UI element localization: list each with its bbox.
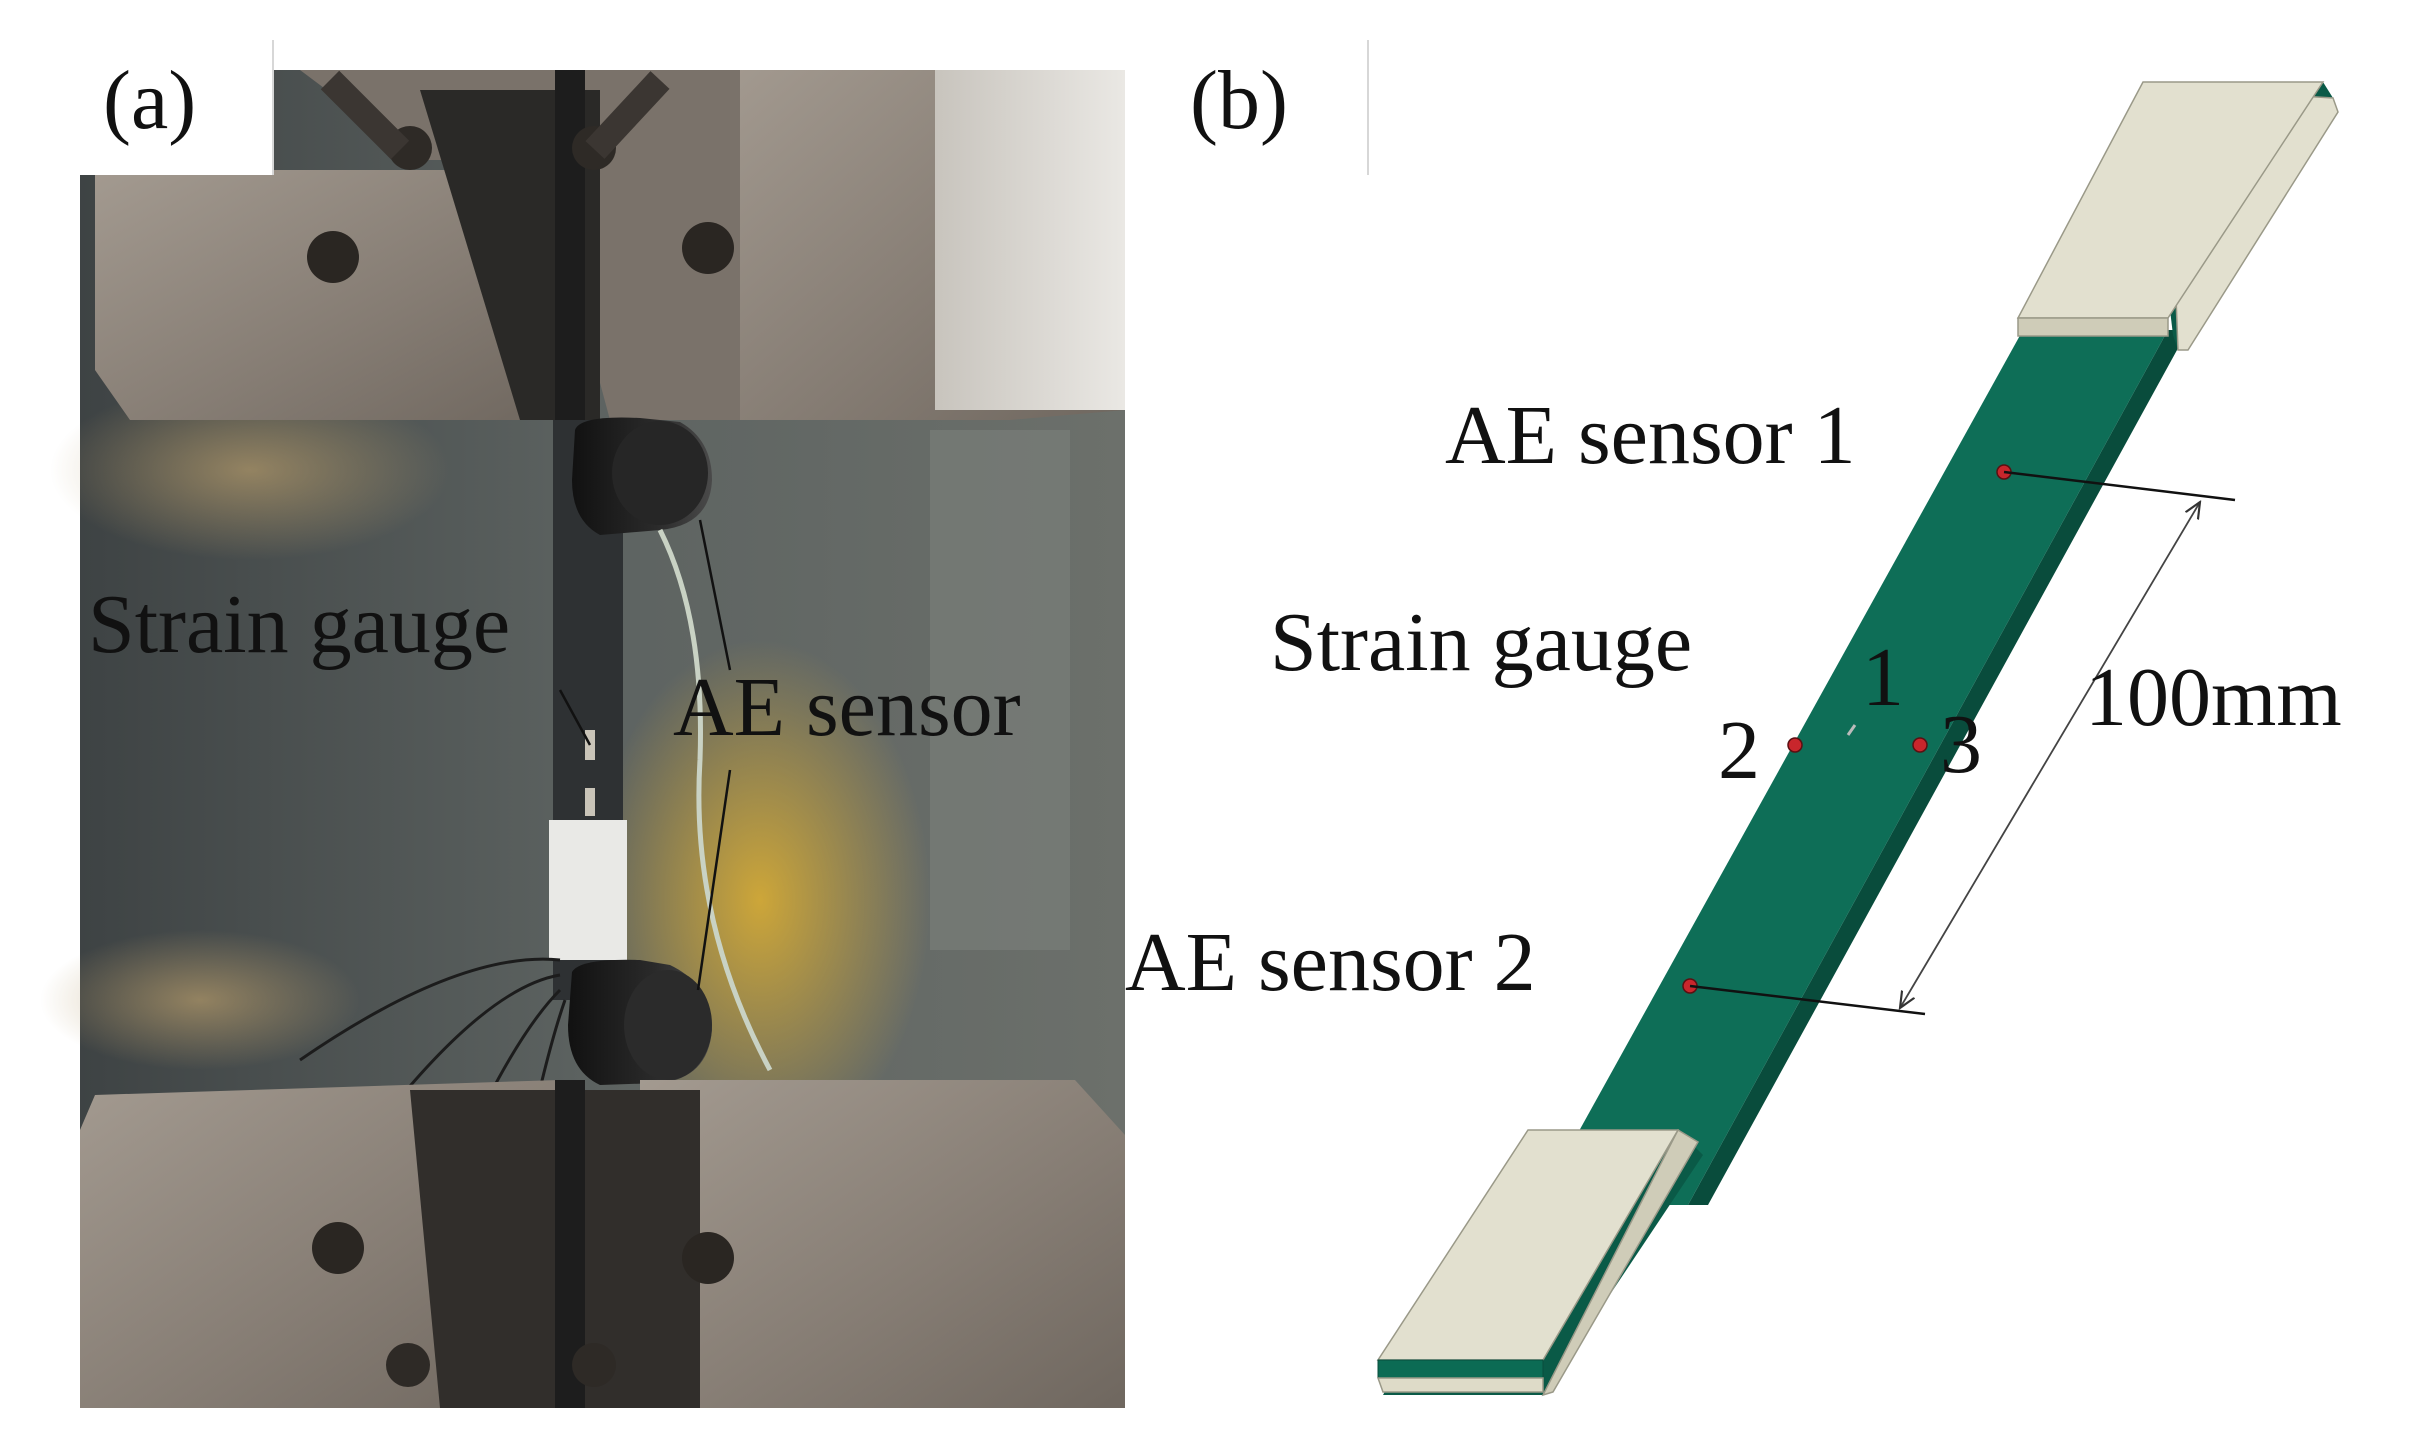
background-warm-blur-2: [40, 930, 360, 1070]
sensor-cable: [657, 528, 773, 1072]
ae-sensor-upper: [572, 417, 712, 535]
ae-sensor-1-label: AE sensor 1: [1445, 389, 1856, 482]
gauge-3-label: 3: [1940, 698, 1982, 791]
specimen-bottom-tab: [1376, 1128, 1703, 1397]
background-warm-blur: [50, 380, 450, 560]
photo-ae-sensor-label: AE sensor: [673, 661, 1021, 754]
specimen-schematic: [1376, 81, 2339, 1397]
strain-gauge-2-marker: [1787, 737, 1803, 753]
photo-strain-gauge-label: Strain gauge: [88, 578, 510, 671]
panel-b-label-box: [1128, 40, 1368, 175]
bolt: [572, 1343, 616, 1387]
specimen-top-tab: [2016, 81, 2339, 351]
background-light-band: [930, 430, 1070, 950]
panel-a-photo: [40, 70, 1125, 1408]
schematic-strain-gauge-label: Strain gauge: [1270, 596, 1692, 689]
gauge-2-label: 2: [1718, 704, 1760, 797]
ae-sensor-lower: [568, 959, 712, 1085]
strain-gauge-element: [585, 788, 595, 816]
strain-gauge-leader: [558, 689, 592, 746]
bolt: [682, 222, 734, 274]
panel-b-label: (b): [1190, 54, 1288, 147]
bolt: [386, 1343, 430, 1387]
dimension-extension-top: [2003, 470, 2236, 502]
strain-gauge-3-marker: [1912, 737, 1928, 753]
panel-a-label: (a): [103, 54, 196, 147]
upper-grip: [95, 70, 1125, 430]
bolt: [312, 1222, 364, 1274]
dimension-arrow: [1900, 502, 2200, 1008]
strain-gauge-1-marker: [1846, 724, 1857, 736]
lower-grip: [80, 1080, 1125, 1408]
bolt: [682, 1232, 734, 1284]
dimension-extension-bottom: [1689, 984, 1926, 1016]
ae-sensor-leader-lower: [696, 769, 732, 991]
ae-sensor-2-label: AE sensor 2: [1125, 916, 1536, 1009]
bolt: [307, 231, 359, 283]
gauge-1-label: 1: [1862, 631, 1904, 724]
strain-gauge-patch: [549, 820, 627, 960]
panel-a-label-box: [38, 40, 273, 175]
distance-label: 100mm: [2085, 651, 2342, 744]
ae-sensor-leader-upper: [698, 519, 732, 671]
